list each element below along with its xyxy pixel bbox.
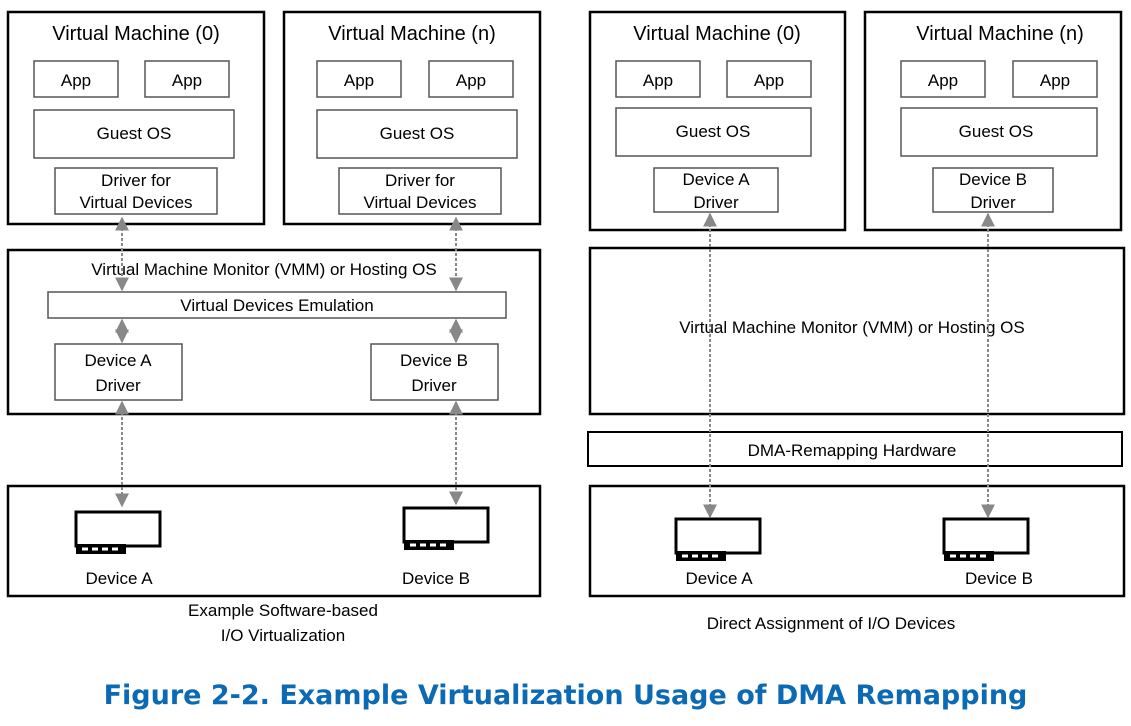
- right-vmn-app1-box: [900, 60, 986, 98]
- right-dma-remapping-label: DMA-Remapping Hardware: [748, 441, 957, 460]
- right-vmn-title: Virtual Machine (n): [916, 23, 1083, 45]
- left-device-b-driver-box: [370, 343, 499, 401]
- left-vmn-app1-box: [316, 60, 402, 98]
- left-device-a-driver-box: [54, 343, 183, 401]
- right-vm0-app1-label: App: [643, 71, 673, 90]
- left-vmn-title: Virtual Machine (n): [328, 23, 495, 45]
- right-vm0-app2-box: [726, 60, 812, 98]
- right-vmm-box: [588, 246, 1126, 416]
- right-vm0-app2-label: App: [754, 71, 784, 90]
- left-vm0-guest-os-box: [33, 109, 235, 159]
- left-vmn-guest-os-label: Guest OS: [380, 124, 455, 143]
- right-vmn-guest-os-box: [900, 107, 1098, 157]
- right-caption: Direct Assignment of I/O Devices: [707, 614, 955, 633]
- left-vmn-driver-box: [338, 167, 502, 215]
- left-vm0-guest-os-label: Guest OS: [97, 124, 172, 143]
- right-vmn-app2-box: [1012, 60, 1098, 98]
- left-caption-line1: Example Software-based: [188, 601, 378, 620]
- left-device-a-icon: [74, 510, 162, 554]
- right-device-a-label: Device A: [685, 569, 753, 588]
- left-device-a-driver-line2: Driver: [95, 376, 141, 395]
- left-device-b-driver-line2: Driver: [411, 376, 457, 395]
- left-vm0-app2-label: App: [172, 71, 202, 90]
- left-vm0-driver-line1: Driver for: [101, 171, 171, 190]
- left-device-a-driver-line1: Device A: [84, 351, 152, 370]
- left-vm0-app1-box: [33, 60, 119, 98]
- left-vmn-app1-label: App: [344, 71, 374, 90]
- left-emulation-label: Virtual Devices Emulation: [180, 296, 373, 315]
- right-vmn-driver-line2: Driver: [970, 193, 1016, 212]
- right-vmn-driver-line1: Device B: [959, 170, 1027, 189]
- right-vm0-guest-os-box: [615, 107, 812, 157]
- right-vmn-app2-label: App: [1040, 71, 1070, 90]
- right-vm0-title: Virtual Machine (0): [633, 23, 800, 45]
- right-vm0-guest-os-label: Guest OS: [676, 122, 751, 141]
- right-vmn-device-b-driver-box: [932, 167, 1054, 213]
- left-device-b-driver-line1: Device B: [400, 351, 468, 370]
- left-emulation-box: [47, 291, 507, 319]
- left-vmn-driver-line2: Virtual Devices: [363, 193, 476, 212]
- left-device-a-label: Device A: [85, 569, 153, 588]
- right-device-a-icon: [674, 517, 762, 561]
- left-vmn-app2-box: [428, 60, 514, 98]
- left-vm0-driver-line2: Virtual Devices: [79, 193, 192, 212]
- left-vmn-driver-line1: Driver for: [385, 171, 455, 190]
- left-vm0-driver-box: [54, 167, 218, 215]
- right-vm0-driver-line1: Device A: [682, 170, 750, 189]
- right-dma-remapping-box: [587, 431, 1123, 467]
- left-caption-line2: I/O Virtualization: [221, 626, 345, 645]
- left-vm0-app1-label: App: [61, 71, 91, 90]
- left-vm0-app2-box: [144, 60, 230, 98]
- left-device-b-label: Device B: [402, 569, 470, 588]
- left-vm0-title: Virtual Machine (0): [52, 23, 219, 45]
- right-vmm-title: Virtual Machine Monitor (VMM) or Hosting…: [679, 318, 1024, 337]
- virtualization-diagram: Virtual Machine (0) App App Guest OS Dri…: [6, 10, 1126, 645]
- left-vmn-guest-os-box: [316, 109, 518, 159]
- right-device-b-icon: [942, 517, 1030, 561]
- left-device-b-icon: [402, 506, 490, 550]
- right-vmn-guest-os-label: Guest OS: [959, 122, 1034, 141]
- right-hardware-box: [588, 484, 1126, 598]
- right-vm0-device-a-driver-box: [653, 167, 779, 213]
- right-device-b-label: Device B: [965, 569, 1033, 588]
- right-vm0-driver-line2: Driver: [693, 193, 739, 212]
- left-vmn-app2-label: App: [456, 71, 486, 90]
- right-vm0-app1-box: [615, 60, 701, 98]
- figure-caption: Figure 2-2. Example Virtualization Usage…: [103, 680, 1028, 711]
- left-vmm-title: Virtual Machine Monitor (VMM) or Hosting…: [91, 260, 436, 279]
- right-vmn-app1-label: App: [928, 71, 958, 90]
